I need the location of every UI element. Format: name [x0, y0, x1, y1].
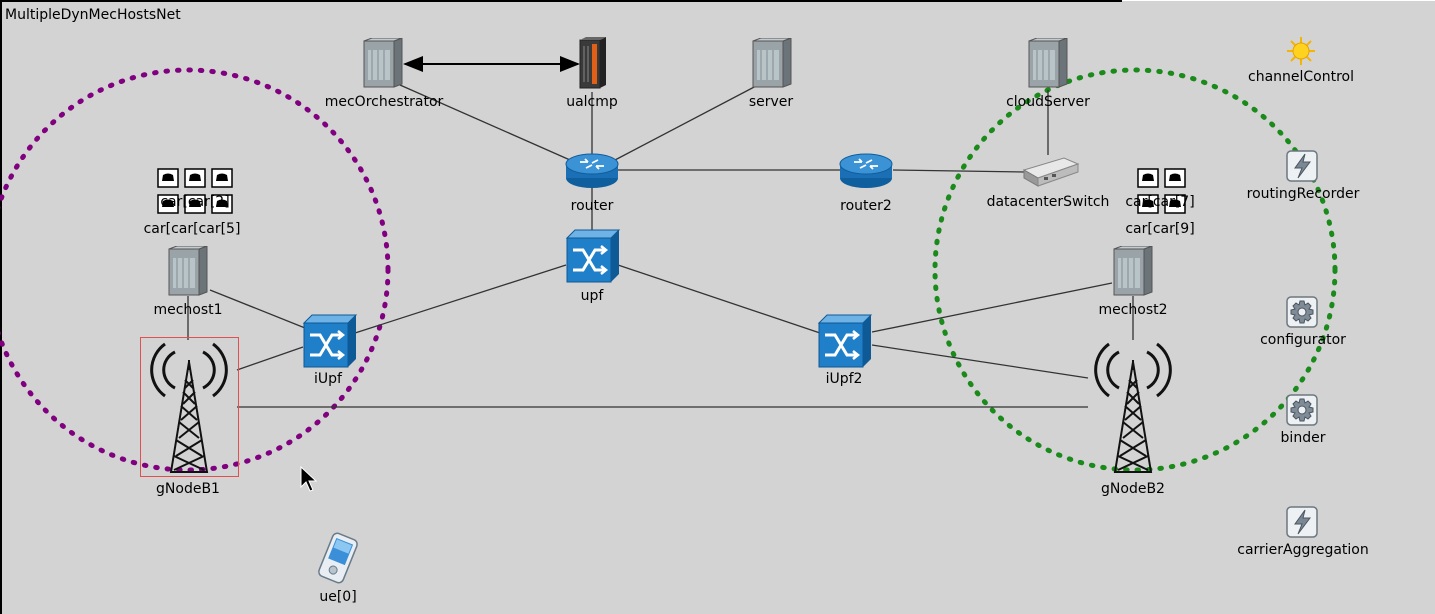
- router2-label: router2: [840, 198, 892, 214]
- binder-gear-icon[interactable]: [1286, 394, 1320, 426]
- gnodeb1-antenna-tower-icon[interactable]: [141, 340, 237, 474]
- link-router2-switch: [892, 169, 1026, 173]
- cars-right-label-row1: car[car[7]: [1125, 194, 1195, 210]
- gnodeb2-antenna-tower-icon[interactable]: [1085, 340, 1181, 474]
- car-group-right-icon[interactable]: [1136, 167, 1190, 217]
- canvas-top-border: [0, 0, 1122, 2]
- mechost1-label: mechost1: [153, 302, 223, 318]
- gnodeb2-label: gNodeB2: [1101, 481, 1165, 497]
- channelcontrol-sun-icon[interactable]: [1286, 36, 1316, 66]
- configurator-gear-icon[interactable]: [1286, 296, 1320, 328]
- iupf-switch-icon[interactable]: [302, 313, 358, 369]
- cloudserver-label: cloudServer: [1006, 94, 1090, 110]
- router-icon[interactable]: [564, 150, 620, 190]
- link-upf-iupf: [354, 264, 567, 334]
- configurator-label: configurator: [1260, 332, 1346, 348]
- routingrecorder-lightning-icon[interactable]: [1286, 150, 1320, 182]
- iupf-label: iUpf: [314, 371, 342, 387]
- iupf2-switch-icon[interactable]: [817, 313, 873, 369]
- carrieraggregation-lightning-icon[interactable]: [1286, 506, 1320, 538]
- mechost2-server-icon[interactable]: [1112, 246, 1154, 298]
- gnodeb1-selection-box: [140, 337, 239, 477]
- canvas-top-border-light: [1122, 0, 1435, 1]
- upf-label: upf: [580, 288, 604, 304]
- mecorchestrator-server-icon[interactable]: [362, 38, 404, 90]
- mechost1-server-icon[interactable]: [167, 246, 209, 298]
- server-icon[interactable]: [751, 38, 793, 90]
- link-gnodeb1-iupf: [236, 346, 304, 371]
- car-group-left-icon[interactable]: [156, 167, 236, 217]
- router-label: router: [570, 198, 614, 214]
- link-iupf2-mechost2: [871, 282, 1113, 333]
- cloudserver-server-icon[interactable]: [1027, 38, 1069, 90]
- mecorchestrator-label: mecOrchestrator: [324, 94, 444, 110]
- cars-left-label-row2: car[car[car[5]: [143, 221, 241, 237]
- routingrecorder-label: routingRecorder: [1246, 186, 1360, 202]
- ue0-mobile-device-icon[interactable]: [313, 531, 363, 585]
- network-title: MultipleDynMecHostsNet: [5, 7, 181, 23]
- server-label: server: [748, 94, 794, 110]
- link-mechost1-iupf: [209, 289, 306, 329]
- link-iupf2-gnodeb2: [871, 344, 1089, 379]
- carrieraggregation-label: carrierAggregation: [1237, 542, 1369, 558]
- mechost2-label: mechost2: [1098, 302, 1168, 318]
- gnodeb2-range-circle: [932, 67, 1338, 473]
- gnodeb1-range-circle: [0, 67, 391, 473]
- ualcmp-server-icon[interactable]: [578, 36, 608, 90]
- cars-right-label-row2: car[car[9]: [1125, 221, 1195, 237]
- gnodeb1-label: gNodeB1: [156, 481, 220, 497]
- datacenterswitch-icon[interactable]: [1022, 150, 1080, 188]
- router2-router-icon[interactable]: [838, 150, 894, 190]
- link-upf-iupf2: [617, 264, 821, 334]
- binder-label: binder: [1280, 430, 1326, 446]
- datacenterswitch-label: datacenterSwitch: [986, 194, 1110, 210]
- upf-switch-icon[interactable]: [565, 228, 621, 284]
- canvas-left-border: [0, 0, 2, 614]
- ue0-label: ue[0]: [319, 589, 357, 605]
- link-orchestrator-router: [399, 84, 571, 161]
- iupf2-label: iUpf2: [825, 371, 863, 387]
- link-server-router: [614, 84, 759, 161]
- ualcmp-label: ualcmp: [566, 94, 618, 110]
- channelcontrol-label: channelControl: [1247, 69, 1355, 85]
- cars-left-label-row1: car[car[2]: [160, 194, 230, 210]
- mouse-cursor-icon: [300, 465, 318, 492]
